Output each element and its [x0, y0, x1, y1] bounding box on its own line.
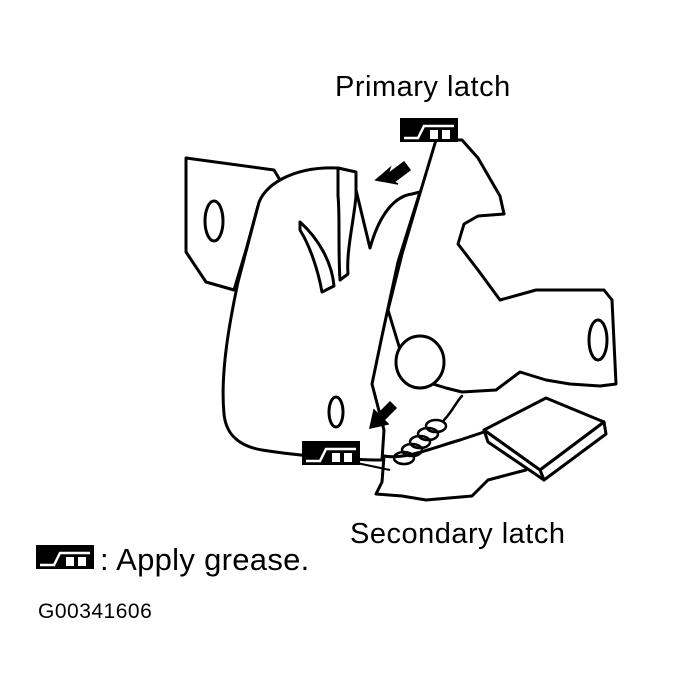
- secondary-latch-label: Secondary latch: [350, 518, 566, 550]
- latch-hook: [336, 166, 358, 282]
- arrow-icon: [374, 160, 412, 185]
- right-mounting-hole: [587, 318, 609, 362]
- grease-icon: [300, 439, 362, 467]
- arrow-icon: [369, 400, 398, 429]
- latch-body: [221, 166, 422, 462]
- legend: : Apply grease.: [36, 541, 310, 577]
- latch-notch: [298, 220, 336, 294]
- legend-text: : Apply grease.: [100, 541, 310, 577]
- secondary-leader-line: [351, 461, 391, 471]
- return-spring: [392, 394, 464, 466]
- legend-icon-spacer: [36, 546, 96, 572]
- figure-code: G00341606: [38, 600, 153, 623]
- primary-latch-label: Primary latch: [335, 71, 511, 103]
- left-mounting-hole: [203, 199, 225, 243]
- body-slot: [327, 395, 345, 429]
- grease-icon: [398, 116, 460, 144]
- pivot-pin: [394, 334, 446, 390]
